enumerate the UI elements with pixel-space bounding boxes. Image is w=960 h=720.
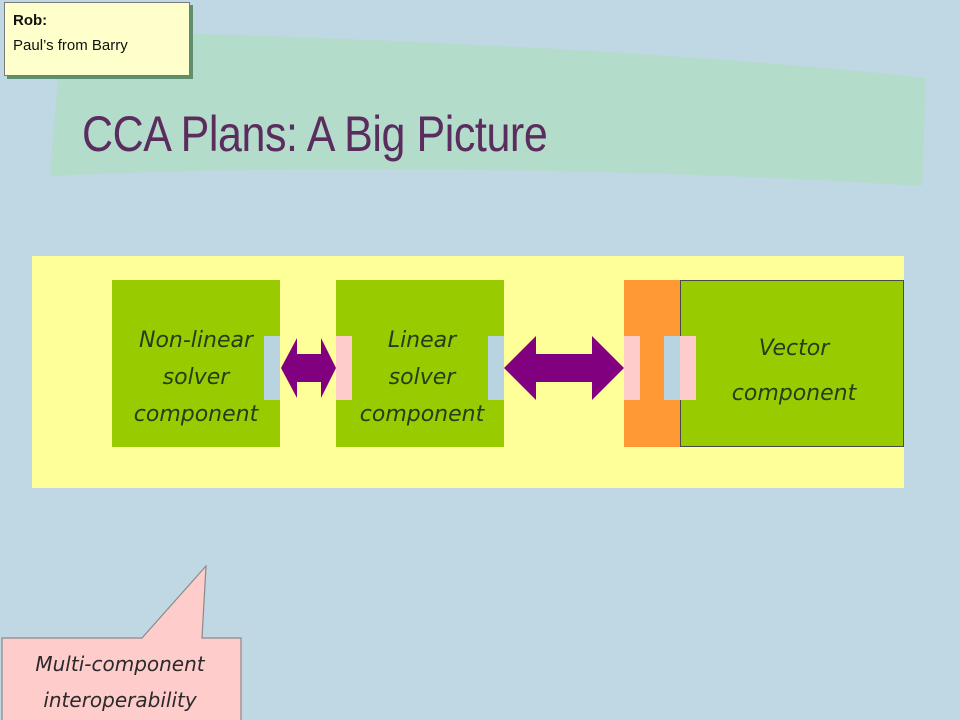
label-line: component [731,381,857,406]
uses-port [664,336,680,400]
uses-port [264,336,280,400]
label-line: solver [388,365,456,390]
double-arrow-left [281,338,336,398]
linear-solver-label: Linear solver component [360,322,484,433]
callout-text: Multi-component interoperability [35,646,204,718]
note-author: Rob: [13,12,48,29]
slide-title: CCA Plans: A Big Picture [82,106,548,162]
provides-port [680,336,696,400]
note-text: Paul’s from Barry [13,37,128,54]
label-line: Non-linear [138,328,254,353]
double-arrow-right [504,336,624,400]
vector-component [680,280,904,447]
nonlinear-solver-label: Non-linear solver component [134,322,258,433]
vector-component-label: Vector component [732,326,856,416]
nonlinear-solver-component [112,280,280,447]
callout-line: Multi-component [35,652,205,676]
linear-solver-component [336,280,504,447]
provides-port [336,336,352,400]
uses-port [488,336,504,400]
label-line: solver [162,365,230,390]
provides-port [624,336,640,400]
label-line: component [133,402,259,427]
callout-line: interoperability [43,688,197,712]
review-note[interactable]: Rob: Paul’s from Barry [4,2,190,76]
label-line: component [359,402,485,427]
label-line: Vector [758,336,830,361]
label-line: Linear [387,328,457,353]
